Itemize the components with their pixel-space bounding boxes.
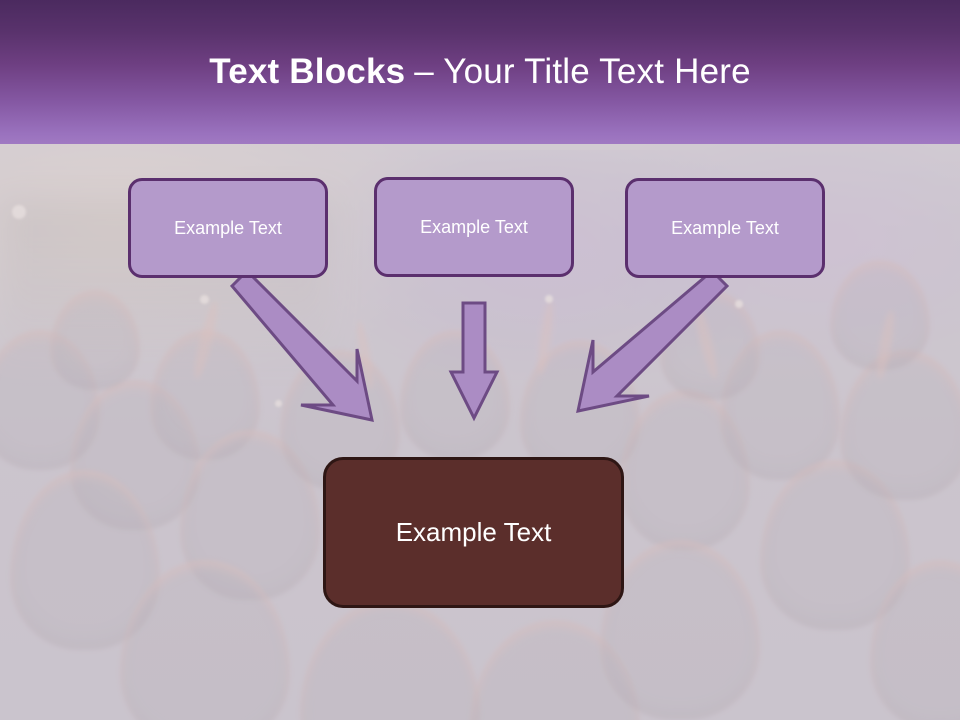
page-title-rest: – Your Title Text Here (414, 52, 751, 91)
text-block-3[interactable]: Example Text (625, 178, 825, 278)
arrow-down-right (229, 268, 374, 422)
page-title: Text Blocks – Your Title Text Here (0, 0, 960, 144)
text-block-3-label: Example Text (671, 217, 779, 238)
page-title-strong: Text Blocks (209, 52, 406, 91)
text-block-2[interactable]: Example Text (374, 177, 574, 277)
text-block-2-label: Example Text (420, 216, 528, 237)
text-block-1[interactable]: Example Text (128, 178, 328, 278)
text-block-1-label: Example Text (174, 217, 282, 238)
title-banner (0, 0, 960, 144)
result-text-block[interactable]: Example Text (323, 457, 624, 608)
arrow-down (448, 301, 500, 422)
arrow-down-left (576, 268, 730, 413)
result-text-block-label: Example Text (395, 517, 552, 547)
